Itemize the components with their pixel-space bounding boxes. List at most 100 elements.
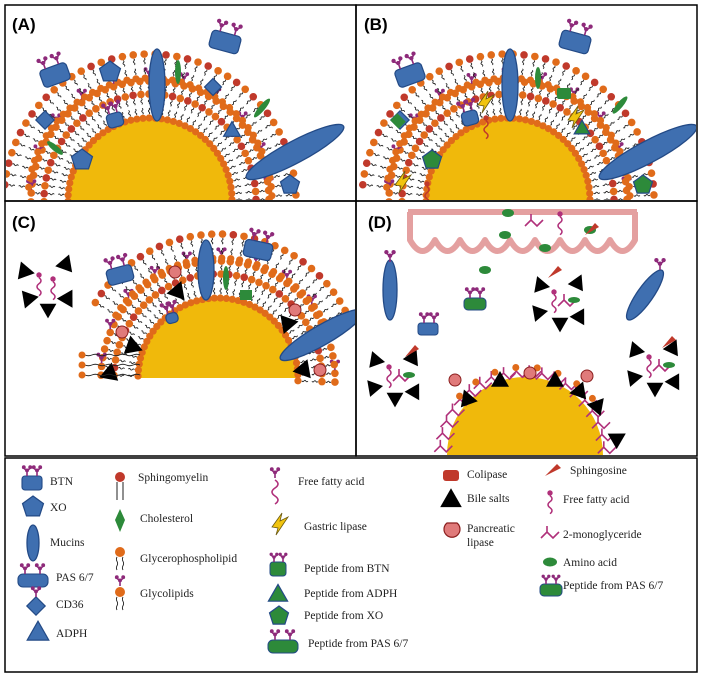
inner-lipid-head [232, 110, 240, 118]
lipid-tail [209, 119, 214, 125]
lipid-tail [473, 72, 476, 79]
lipid-tail [574, 88, 579, 94]
outer-lipid-head [385, 189, 394, 197]
glycan-sugar [41, 563, 46, 568]
lipid-tail [224, 93, 229, 100]
lipid-tail [291, 272, 296, 279]
lipid-tail [214, 124, 220, 130]
lipid-tail [244, 183, 252, 187]
outer-lipid-head [374, 128, 383, 137]
lipid-tail [184, 104, 188, 111]
glycan-sugar [113, 103, 118, 109]
inner-lipid-head [256, 306, 264, 314]
monoglyceride [652, 359, 672, 373]
lipid-tail [267, 292, 272, 299]
lipid-tail [234, 279, 237, 286]
lipid-tail [204, 99, 208, 105]
outer-lipid-head [542, 97, 550, 105]
lipid-tail [297, 264, 302, 271]
lipid-tail [197, 123, 202, 129]
cholesterol [47, 141, 63, 155]
glycan-sugar [223, 20, 229, 25]
btn-protein [208, 18, 243, 55]
inner-lipid-head [455, 84, 463, 92]
lipid-tail [488, 86, 492, 92]
lipid-tail [39, 166, 45, 170]
lipid-tail [248, 283, 252, 290]
ffa-head [547, 490, 553, 496]
lipid-tail [519, 108, 522, 116]
lipid-tail [18, 185, 26, 188]
lipid-tail [164, 58, 167, 66]
legend-xo: XO [50, 502, 67, 514]
glycan-sugar [661, 257, 666, 263]
inner-lipid-head [99, 129, 107, 137]
outer-lipid-head [572, 67, 580, 75]
gastric-lipase [477, 90, 496, 114]
lipid-tail [574, 142, 580, 147]
outer-lipid-head [165, 238, 174, 247]
lipid-tail [300, 330, 307, 335]
lipid-tail [377, 143, 384, 147]
legend-amino-acid-icon [543, 557, 557, 567]
lipid-tail [260, 207, 265, 209]
lipid-tail [586, 141, 593, 146]
outer-lipid-head [214, 67, 222, 75]
lipid-tail [382, 156, 390, 160]
inner-lipid-head [195, 84, 203, 92]
lipid-tail [643, 193, 651, 197]
lipid-tail [45, 150, 51, 154]
bile-salt [629, 341, 646, 358]
glycan-sugar [110, 256, 115, 261]
lipid-tail [593, 154, 601, 159]
lipid-tail [192, 119, 196, 126]
outer-lipid-head [6, 170, 11, 178]
lipid-tail [593, 127, 598, 132]
legend-cholesterol-icon [115, 509, 125, 532]
lipid-tail [416, 186, 424, 190]
inner-lipid-head [222, 165, 230, 174]
bile-salt [367, 380, 384, 397]
outer-lipid-head [386, 110, 394, 118]
glycan-sugar [249, 227, 254, 232]
glycan-sugar [398, 56, 403, 61]
lipid-tail [588, 85, 593, 91]
lipid-tail [192, 249, 196, 257]
glycan-sugar [99, 355, 104, 360]
outer-lipid-head [87, 62, 95, 71]
lipid-tail [226, 159, 234, 163]
outer-lipid-head [40, 189, 48, 198]
lipid-tail [421, 166, 428, 170]
outer-lipid-head [194, 58, 202, 66]
lipid-tail [419, 173, 426, 177]
glycan-sugar [422, 315, 426, 320]
cholesterol [612, 96, 628, 114]
glycan-sugar [554, 577, 558, 581]
inner-lipid-head [112, 311, 120, 319]
lipid-tail [274, 143, 281, 147]
glycan-sugar [428, 312, 433, 317]
lipid-tail [131, 304, 136, 309]
inner-lipid-head [149, 273, 157, 281]
lipid-tail [193, 290, 197, 298]
inner-lipid-head [135, 284, 143, 292]
lipid-tail [235, 154, 243, 159]
inner-lipid-head [310, 302, 318, 311]
lipid-tail [252, 107, 259, 112]
inner-lipid-head [254, 139, 262, 147]
glycan-sugar [581, 22, 586, 27]
lipid-tail [407, 113, 413, 119]
btn-protein [159, 299, 179, 325]
glycan-sugar [269, 467, 274, 472]
inner-lipid-head [612, 139, 620, 147]
inner-lipid-head [427, 167, 435, 175]
inner-lipid-head [277, 272, 286, 280]
lipid-tail [225, 288, 229, 295]
lipid-tail [149, 287, 154, 292]
amino-acid [663, 362, 675, 368]
inner-lipid-head [550, 128, 558, 136]
outer-lipid-head [420, 131, 429, 139]
outer-lipid-head [281, 295, 290, 303]
lipid-tail [623, 147, 630, 151]
lipid-tail [617, 198, 624, 200]
